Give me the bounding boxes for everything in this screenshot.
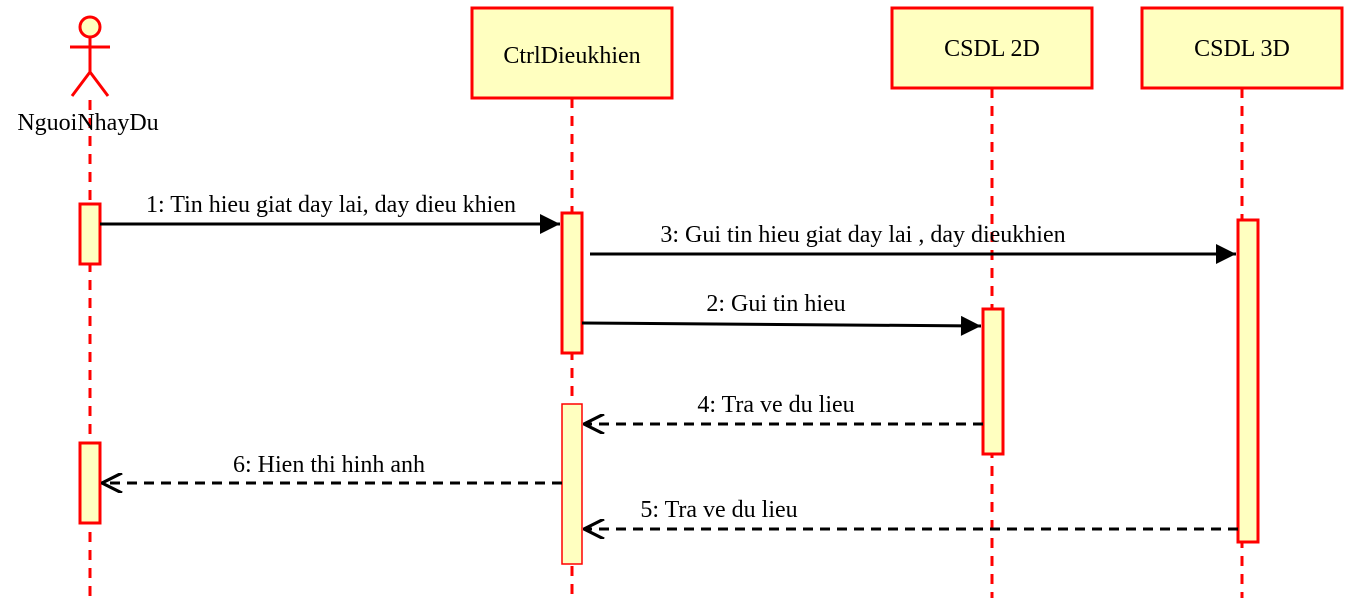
activation-bar-actor-2 bbox=[78, 441, 102, 525]
activation-bar-ctrl-2 bbox=[561, 403, 583, 565]
participant-label: CSDL 2D bbox=[944, 36, 1040, 62]
message-2-arrow bbox=[581, 315, 982, 336]
message-4-label: 4: Tra ve du lieu bbox=[697, 392, 854, 418]
activation-bar-ctrl-1 bbox=[560, 211, 584, 355]
activation-bar-csdl-3d bbox=[1236, 218, 1260, 544]
participant-csdl-3d: CSDL 3D bbox=[1140, 6, 1344, 90]
participant-label: CtrlDieukhien bbox=[503, 43, 640, 69]
message-2-label: 2: Gui tin hieu bbox=[706, 291, 845, 317]
participant-csdl-2d: CSDL 2D bbox=[890, 6, 1094, 90]
stick-figure-icon bbox=[70, 15, 110, 97]
activation-bar-csdl-2d bbox=[981, 307, 1005, 456]
message-3-label: 3: Gui tin hieu giat day lai , day dieuk… bbox=[660, 222, 1065, 248]
message-6-label: 6: Hien thi hinh anh bbox=[233, 452, 425, 478]
activation-bar-actor-1 bbox=[78, 202, 102, 266]
message-5-label: 5: Tra ve du lieu bbox=[640, 497, 797, 523]
message-1-label: 1: Tin hieu giat day lai, day dieu khien bbox=[146, 192, 516, 218]
actor-name: NguoiNhayDu bbox=[17, 110, 158, 136]
participant-label: CSDL 3D bbox=[1194, 36, 1290, 62]
participant-ctrldieukhien: CtrlDieukhien bbox=[470, 6, 674, 100]
